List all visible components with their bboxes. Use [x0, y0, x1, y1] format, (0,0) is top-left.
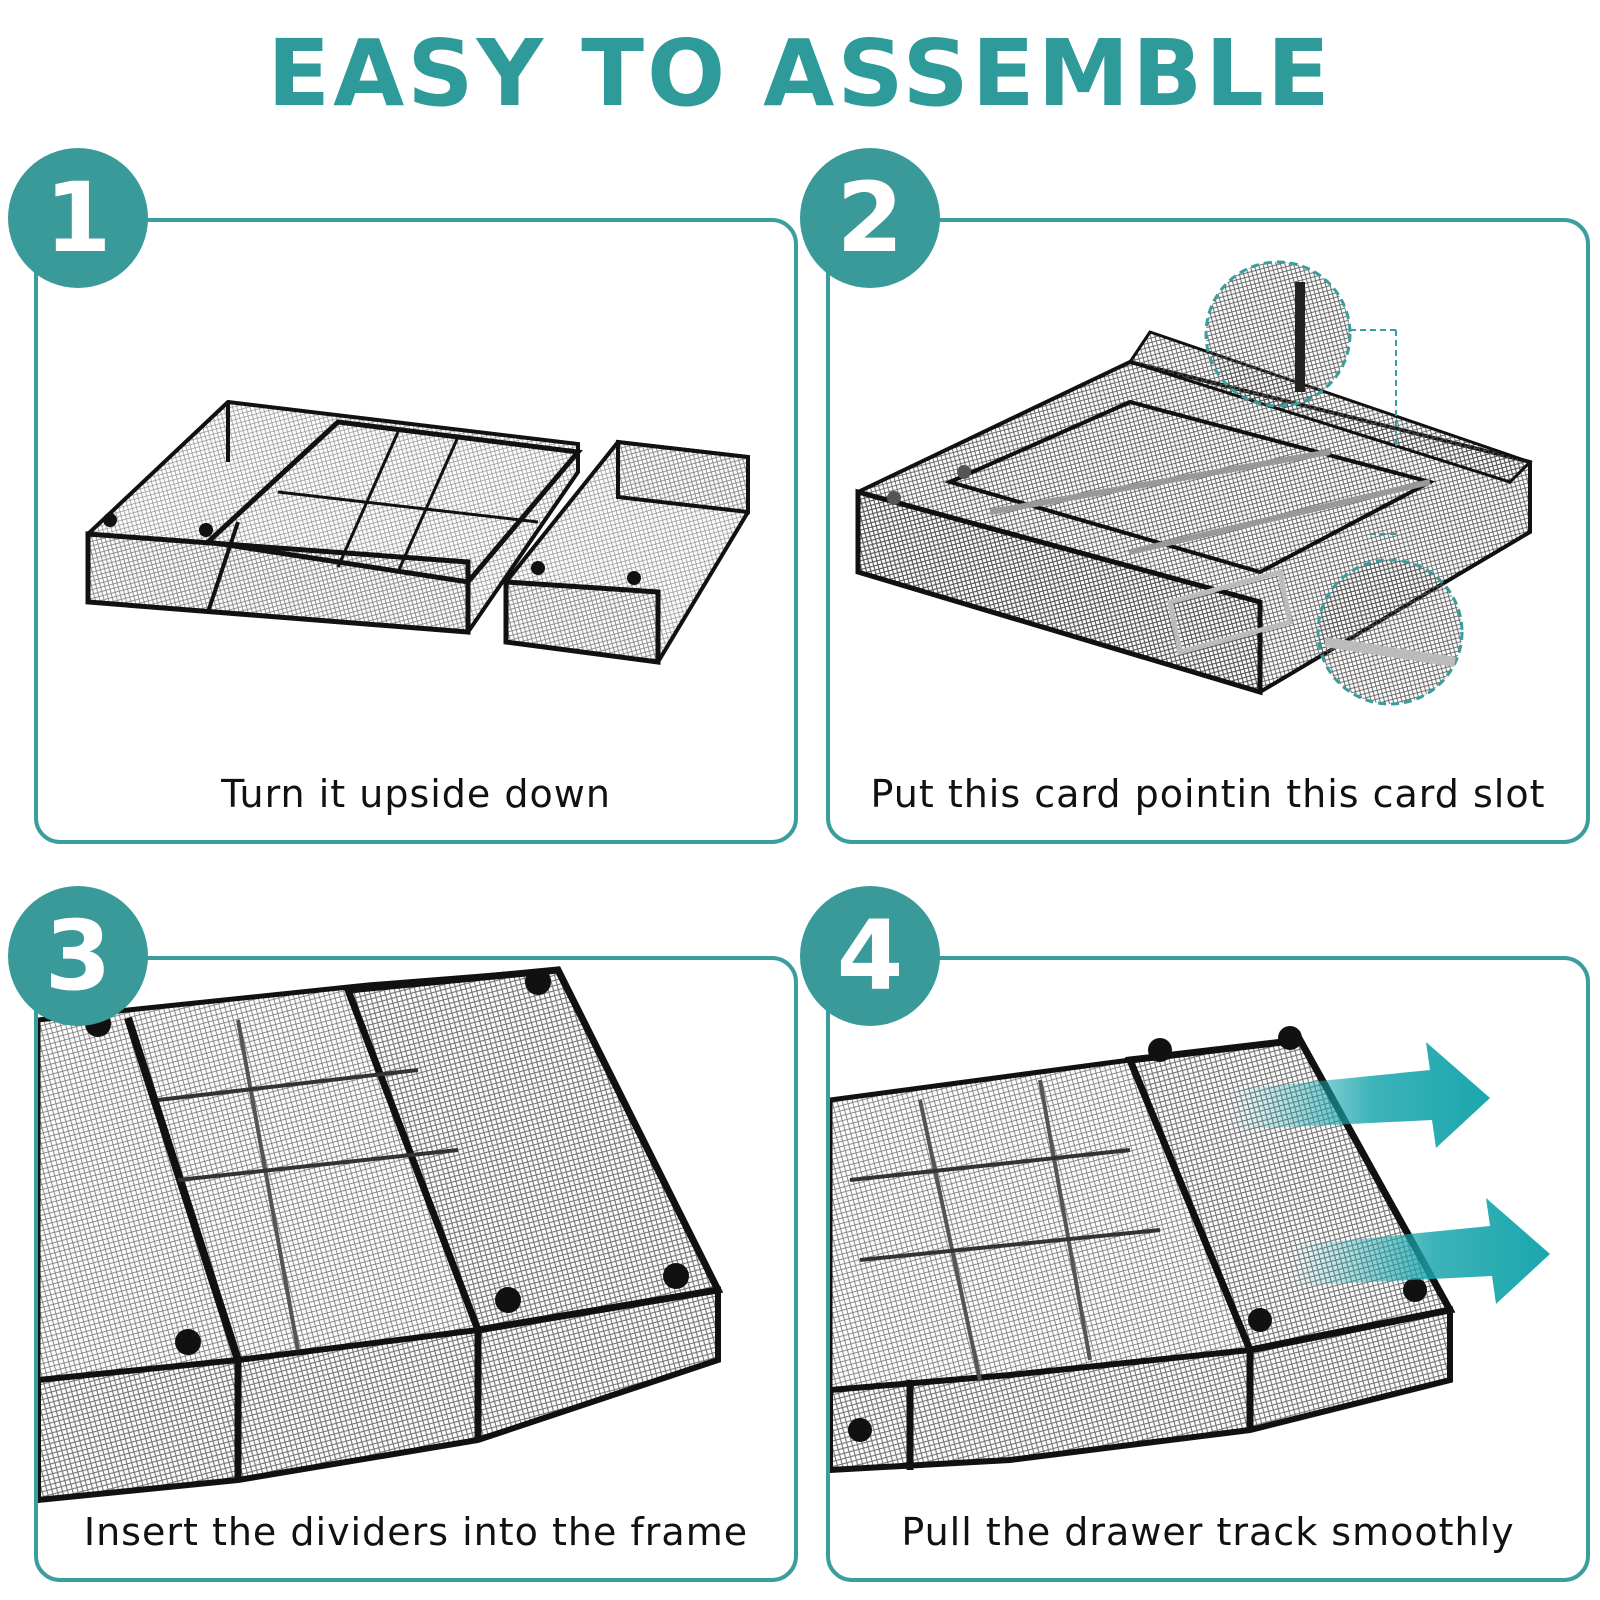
step-3-illustration	[38, 966, 724, 1504]
step-3-caption: Insert the dividers into the frame	[83, 1510, 749, 1554]
step-3-badge: 3	[8, 886, 148, 1026]
organizer-tray-upside-down	[85, 399, 583, 635]
page-title: EASY TO ASSEMBLE	[267, 20, 1333, 127]
pull-direction-arrow-bottom	[1290, 1198, 1550, 1304]
zoom-detail-top	[1204, 260, 1397, 448]
step-2-badge: 2	[800, 148, 940, 288]
step-4-panel: Pull the drawer track smoothly	[826, 956, 1590, 1582]
step-1-panel: Turn it upside down	[34, 218, 798, 844]
organizer-drawer-upside-down	[503, 439, 750, 665]
step-3-panel: Insert the dividers into the frame	[34, 956, 798, 1582]
step-1-caption: Turn it upside down	[221, 772, 611, 816]
frame-with-dividers	[38, 966, 724, 1504]
step-1-illustration	[85, 399, 750, 665]
step-4-caption: Pull the drawer track smoothly	[901, 1510, 1515, 1554]
step-1-badge: 1	[8, 148, 148, 288]
step-4-illustration	[830, 1026, 1550, 1474]
zoom-detail-bottom	[1316, 533, 1464, 706]
step-2-illustration	[855, 260, 1533, 706]
step-2-panel: Put this card pointin this card slot	[826, 218, 1590, 844]
step-4-badge: 4	[800, 886, 940, 1026]
pull-direction-arrow-top	[1230, 1042, 1490, 1148]
step-2-caption: Put this card pointin this card slot	[870, 772, 1546, 816]
